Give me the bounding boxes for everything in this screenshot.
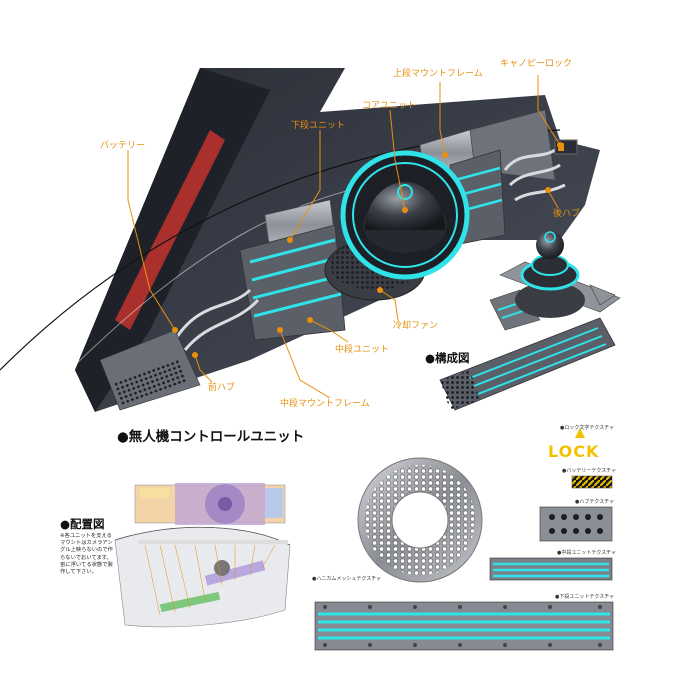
battery-texture xyxy=(571,475,613,489)
label-core-unit: コアユニット xyxy=(362,101,417,111)
lock-word: LOCK xyxy=(548,442,600,461)
layout-note-line: らないでおいてます。 xyxy=(60,554,112,561)
label-front-hub: 前ハブ xyxy=(208,383,236,393)
layout-note-line: 作して下さい。 xyxy=(60,569,97,576)
label-middle-unit: 中段ユニット xyxy=(335,345,390,355)
core-unit xyxy=(340,150,470,280)
label-middle-mount-frame: 中段マウントフレーム xyxy=(280,399,370,409)
layout-note-line: 宙に浮いてる状態で製 xyxy=(60,561,113,568)
main-title: ●無人機コントロールユニット xyxy=(117,429,305,445)
hub-texture xyxy=(539,506,613,542)
label-middle-unit-texture: ●中段ユニットテクスチャ xyxy=(557,550,617,556)
label-lower-unit-texture: ●下段ユニットテクスチャ xyxy=(555,594,615,600)
red-light-strip xyxy=(115,130,225,330)
label-lower-unit: 下段ユニット xyxy=(291,121,346,131)
label-battery: バッテリー xyxy=(100,141,146,151)
callout-leaders xyxy=(127,75,561,399)
layout-title: ●配置図 xyxy=(60,517,105,531)
layout-diagram xyxy=(114,483,291,628)
middle-unit-texture xyxy=(489,557,613,581)
honeycomb-mesh-texture xyxy=(357,457,483,583)
lower-unit-texture xyxy=(314,601,614,651)
label-rear-hub: 後ハブ xyxy=(553,209,581,219)
label-canopy-lock: キャノピーロック xyxy=(500,59,573,69)
layout-note-line: マウントはカメラアン xyxy=(60,540,113,547)
config-diagram xyxy=(439,231,621,411)
layout-note-line: ※各ユニットを支える xyxy=(60,533,112,539)
lock-texture xyxy=(575,428,585,438)
label-honeycomb-texture: ●ハニカムメッシュテクスチャ xyxy=(312,576,382,582)
label-cooling-fan: 冷却ファン xyxy=(393,321,439,331)
cable-bundle xyxy=(173,148,566,351)
callout-dots xyxy=(172,142,563,358)
label-battery-texture: ●バッテリーテクスチャ xyxy=(562,468,617,474)
label-hub-texture: ●ハブテクスチャ xyxy=(575,499,615,505)
layout-note-line: グル上映らないので作 xyxy=(60,547,113,554)
front-hub xyxy=(99,329,201,411)
config-title: ●構成図 xyxy=(425,351,470,365)
layout-note: ※各ユニットを支える マウントはカメラアン グル上映らないので作 らないでおいて… xyxy=(60,533,113,576)
label-lock-texture: ●ロック文字テクスチャ xyxy=(560,425,615,431)
label-upper-mount-frame: 上段マウントフレーム xyxy=(393,69,483,79)
